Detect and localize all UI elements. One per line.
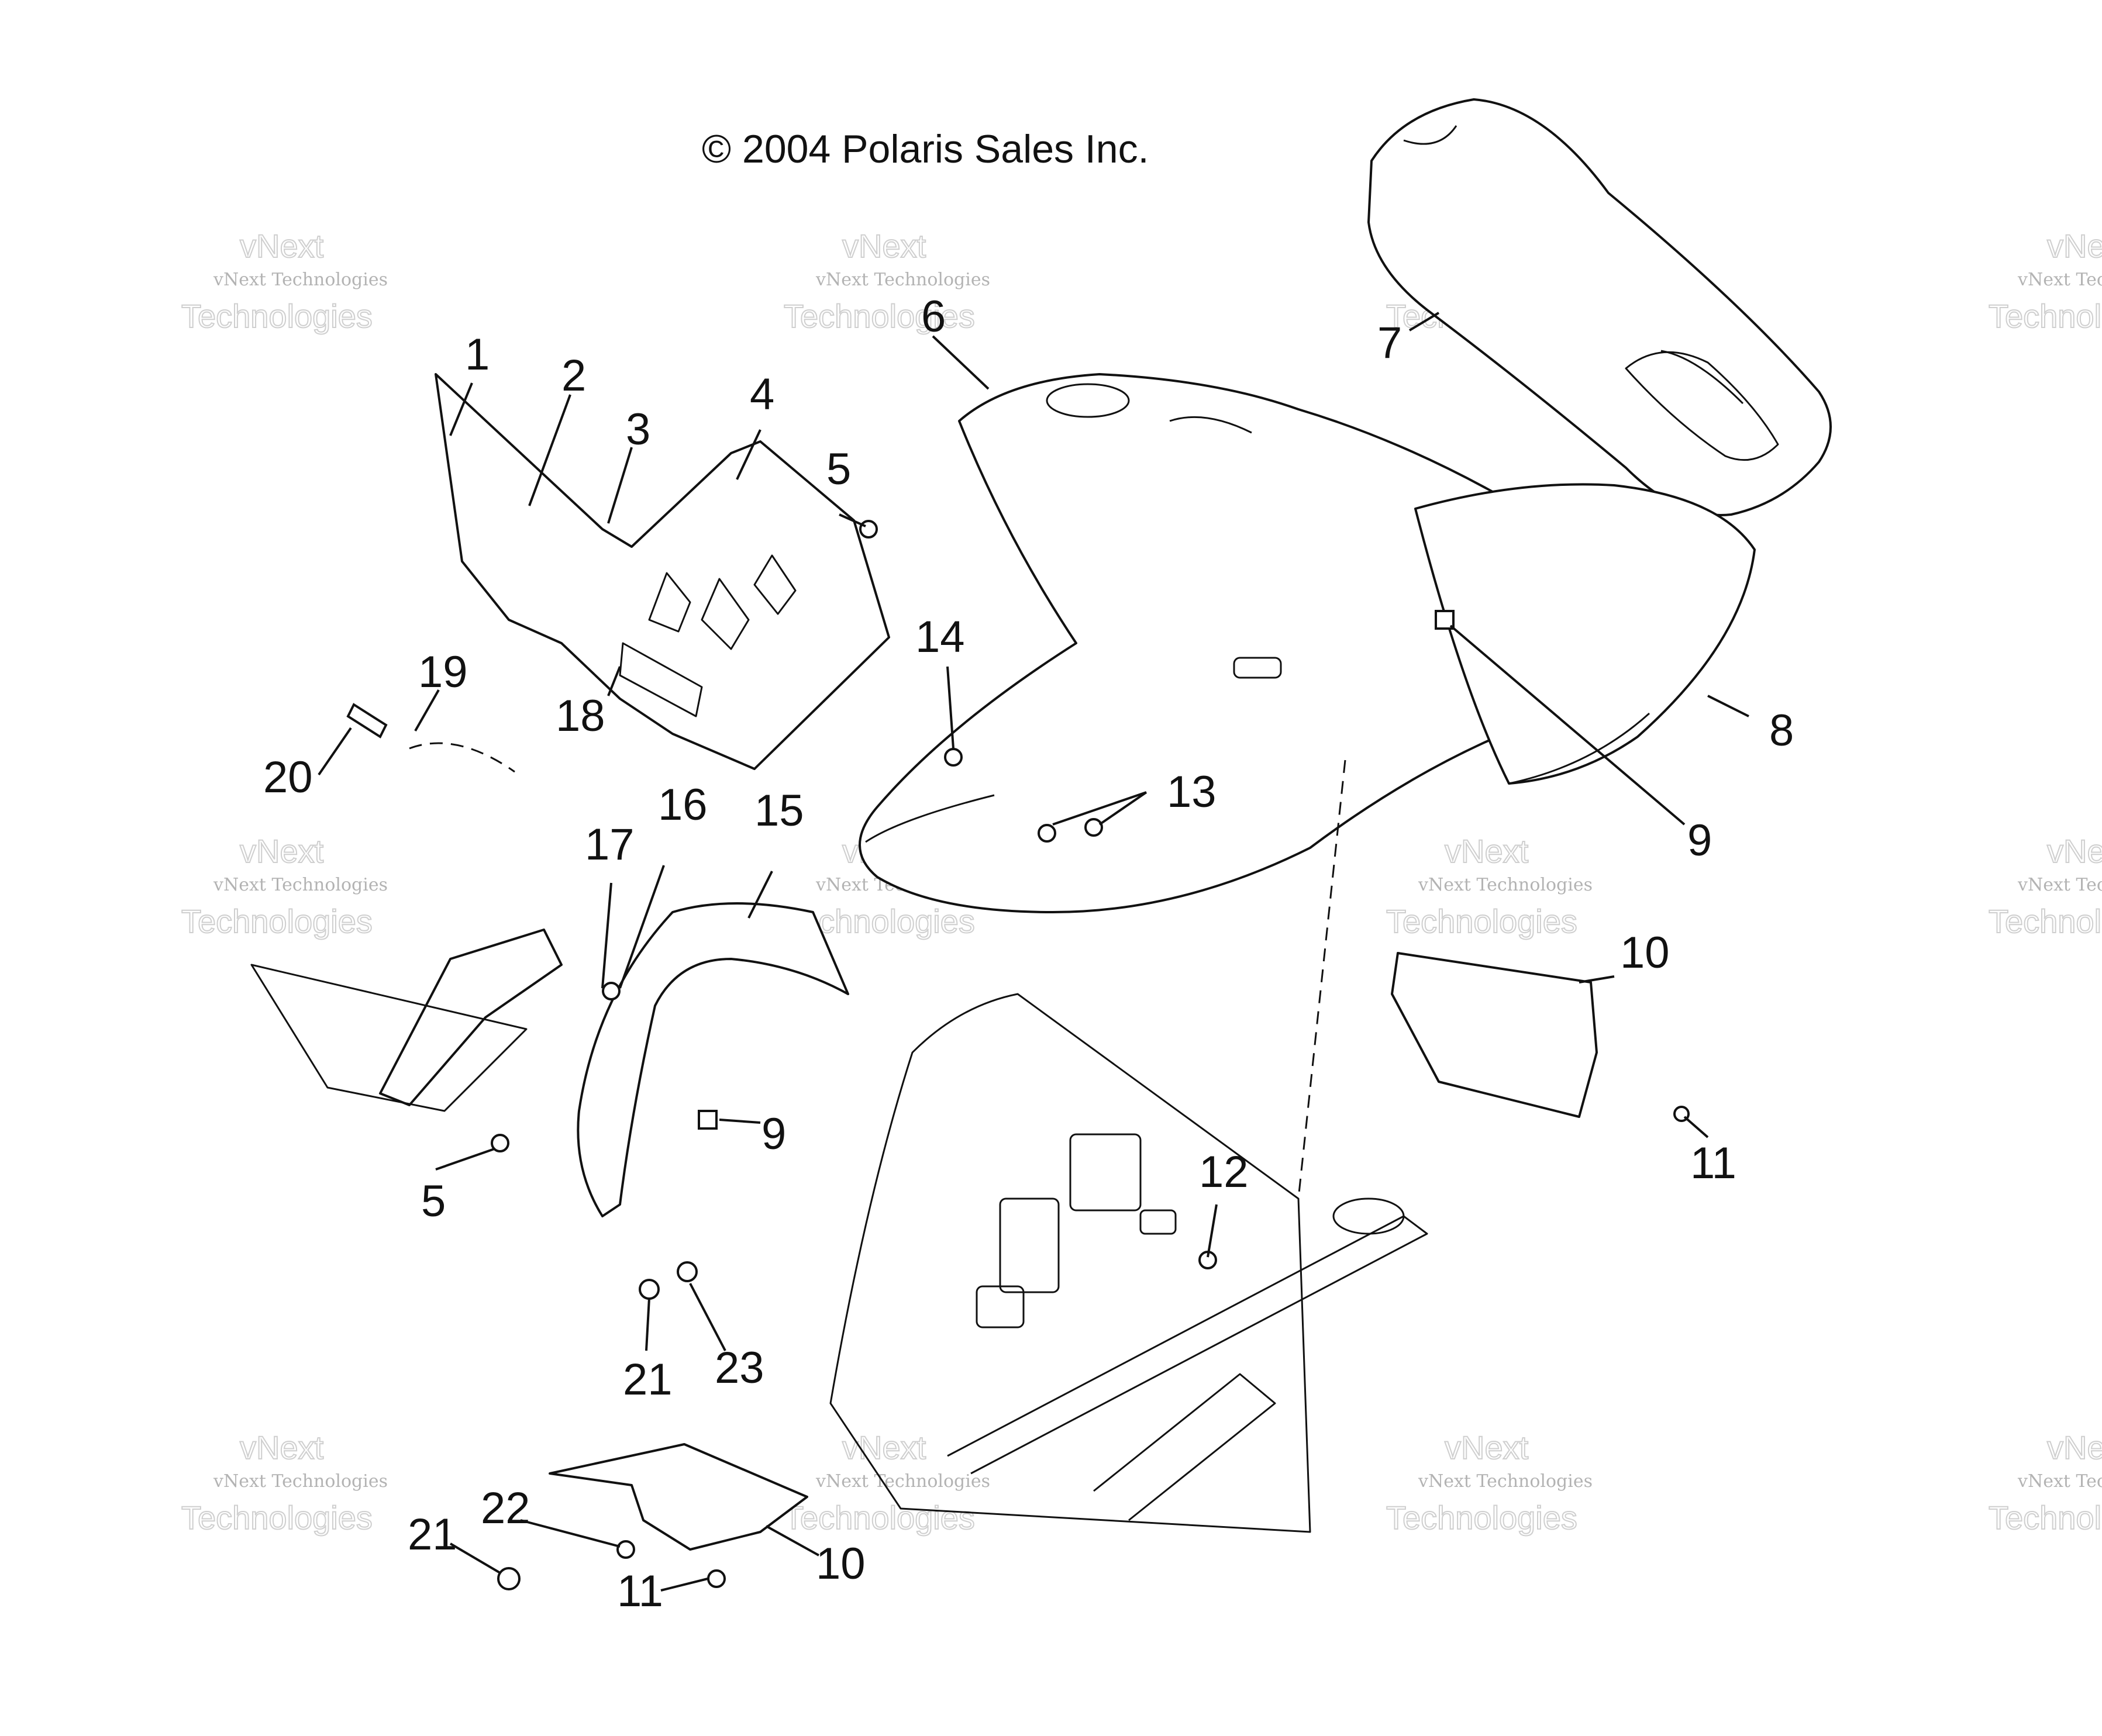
svg-text:Technologies: Technologies [1989, 903, 2102, 940]
callout-6: 6 [921, 292, 946, 341]
callout-11-right: 11 [1690, 1138, 1736, 1188]
svg-text:vNext: vNext [1445, 1429, 1529, 1466]
callout-1: 1 [465, 330, 490, 379]
svg-text:vNext: vNext [842, 227, 926, 264]
svg-text:vNext Technologies: vNext Technologies [1418, 1471, 1593, 1492]
svg-text:vNext: vNext [1445, 833, 1529, 869]
callout-15: 15 [754, 786, 804, 836]
callout-22: 22 [481, 1483, 530, 1533]
watermark-mid-right: vNext vNext Technologies Technologies [1386, 832, 1593, 940]
svg-text:vNext Technologies: vNext Technologies [2017, 270, 2102, 290]
seat-part [1367, 98, 1832, 516]
callout-5-top: 5 [826, 444, 851, 494]
svg-text:vNext Technologies: vNext Technologies [2017, 875, 2102, 895]
svg-text:vNext Technologies: vNext Technologies [213, 875, 388, 895]
callout-9-left: 9 [761, 1109, 786, 1159]
footwell-panel-part [435, 373, 890, 770]
svg-text:Technologies: Technologies [181, 903, 373, 940]
callout-labels: 1 2 3 4 5 6 7 8 9 14 13 18 19 20 17 16 1… [263, 292, 1794, 1616]
side-panel-part [250, 742, 563, 1112]
rear-bracket-part [1391, 952, 1598, 1118]
svg-text:vNext: vNext [240, 1429, 324, 1466]
svg-text:Technologies: Technologies [1386, 1499, 1577, 1536]
svg-text:vNext Technologies: vNext Technologies [2017, 1471, 2102, 1492]
watermark-top-left: vNext vNext Technologies Technologies [181, 227, 388, 335]
frame-part [829, 760, 1428, 1533]
watermark-bottom-right: vNext vNext Technologies Technologies [1386, 1428, 1593, 1537]
copyright-notice: © 2004 Polaris Sales Inc. [702, 127, 1149, 171]
callout-20: 20 [263, 753, 313, 802]
svg-text:vNext: vNext [2047, 1429, 2102, 1466]
svg-text:Technologies: Technologies [181, 1499, 373, 1536]
callout-2: 2 [561, 351, 586, 401]
svg-text:Technologies: Technologies [784, 298, 975, 334]
callout-3: 3 [626, 405, 650, 454]
callout-14: 14 [915, 612, 965, 662]
svg-text:vNext Technologies: vNext Technologies [213, 1471, 388, 1492]
svg-text:vNext: vNext [240, 227, 324, 264]
hardware-part [346, 520, 1690, 1590]
svg-text:Technologies: Technologies [1386, 903, 1577, 940]
svg-text:vNext: vNext [2047, 833, 2102, 869]
watermark-mid-edge: vNext vNext Technologies Technologies [1988, 832, 2102, 940]
callout-4: 4 [750, 370, 774, 419]
svg-text:vNext Technologies: vNext Technologies [1418, 875, 1593, 895]
callout-18: 18 [556, 691, 605, 741]
callout-5-left: 5 [421, 1176, 446, 1226]
callout-11-bottom: 11 [617, 1566, 663, 1616]
svg-text:vNext: vNext [2047, 227, 2102, 264]
watermark-top-center: vNext vNext Technologies Technologies [783, 227, 990, 335]
callout-23: 23 [715, 1343, 764, 1393]
callout-12: 12 [1199, 1147, 1249, 1197]
svg-text:Technologies: Technologies [181, 298, 373, 334]
watermark-bottom-edge: vNext vNext Technologies Technologies [1988, 1428, 2102, 1537]
svg-text:vNext Technologies: vNext Technologies [213, 270, 388, 290]
callout-9-right: 9 [1687, 816, 1712, 865]
callout-7: 7 [1377, 318, 1402, 368]
watermark-bottom-center: vNext vNext Technologies Technologies [783, 1428, 990, 1537]
callout-13: 13 [1167, 767, 1217, 817]
svg-text:vNext Technologies: vNext Technologies [815, 1471, 990, 1492]
callout-19: 19 [418, 647, 468, 697]
leader-lines [318, 312, 1749, 1592]
rear-fender-part [1414, 483, 1756, 785]
callout-10-right: 10 [1620, 928, 1670, 978]
watermark-top-edge: vNext vNext Technologies Technologies [1988, 227, 2102, 335]
svg-text:vNext: vNext [842, 1429, 926, 1466]
callout-16: 16 [658, 780, 708, 830]
mud-flap-part [577, 902, 849, 1217]
callout-21-mid: 21 [623, 1355, 673, 1404]
svg-text:Technologies: Technologies [784, 1499, 975, 1536]
svg-text:vNext: vNext [240, 833, 324, 869]
callout-17: 17 [585, 820, 635, 869]
front-bracket-part [549, 1443, 808, 1551]
callout-10-bottom: 10 [816, 1539, 866, 1589]
callout-8: 8 [1769, 706, 1794, 755]
svg-text:vNext Technologies: vNext Technologies [815, 270, 990, 290]
callout-21-bottom: 21 [408, 1510, 457, 1559]
svg-text:Technologies: Technologies [1989, 298, 2102, 334]
watermark-bottom-left: vNext vNext Technologies Technologies [181, 1428, 388, 1537]
watermark-mid-left: vNext vNext Technologies Technologies [181, 832, 388, 940]
svg-text:Technologies: Technologies [1989, 1499, 2102, 1536]
